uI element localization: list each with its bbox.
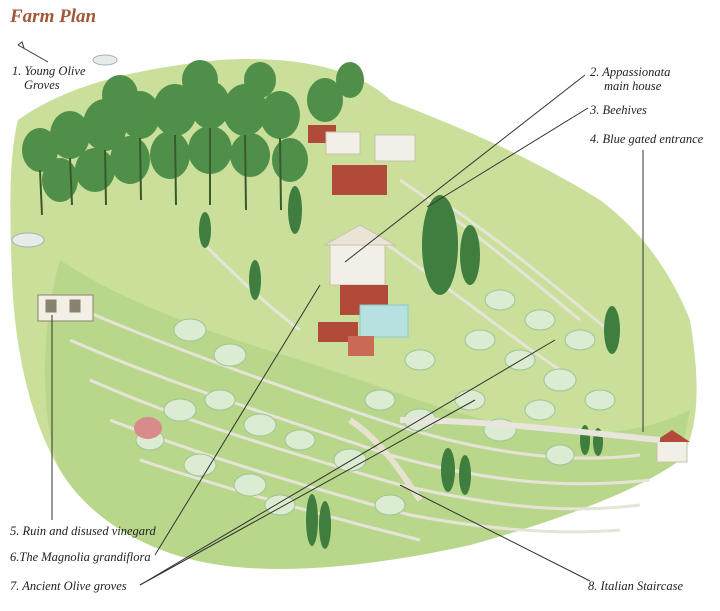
label-ancient-olive-groves: 7. Ancient Olive groves	[10, 579, 127, 593]
label-magnolia: 6.The Magnolia grandiflora	[10, 550, 151, 564]
label-young-olive-groves: 1. Young Olive Groves	[12, 64, 86, 92]
upper-buildings	[308, 125, 416, 195]
label-blue-gated-entrance: 4. Blue gated entrance	[590, 132, 704, 146]
water-tanks	[11, 54, 118, 248]
label-italian-staircase: 8. Italian Staircase	[588, 579, 684, 593]
leader-lines	[17, 41, 644, 586]
trunks	[39, 128, 282, 216]
driveway	[399, 417, 661, 443]
magnolia-tree	[134, 417, 162, 439]
young-olive-groves	[22, 60, 364, 202]
label-ruin: 5. Ruin and disused vinegard	[10, 524, 156, 538]
ruin	[37, 294, 94, 322]
main-house	[318, 224, 409, 356]
label-beehives: 3. Beehives	[590, 103, 647, 117]
gate-house	[654, 430, 690, 463]
map-title: Farm Plan	[10, 6, 97, 27]
label-main-house: 2. Appassionata main house	[590, 65, 671, 93]
cypress-trees	[199, 186, 620, 549]
italian-staircase	[348, 417, 423, 502]
